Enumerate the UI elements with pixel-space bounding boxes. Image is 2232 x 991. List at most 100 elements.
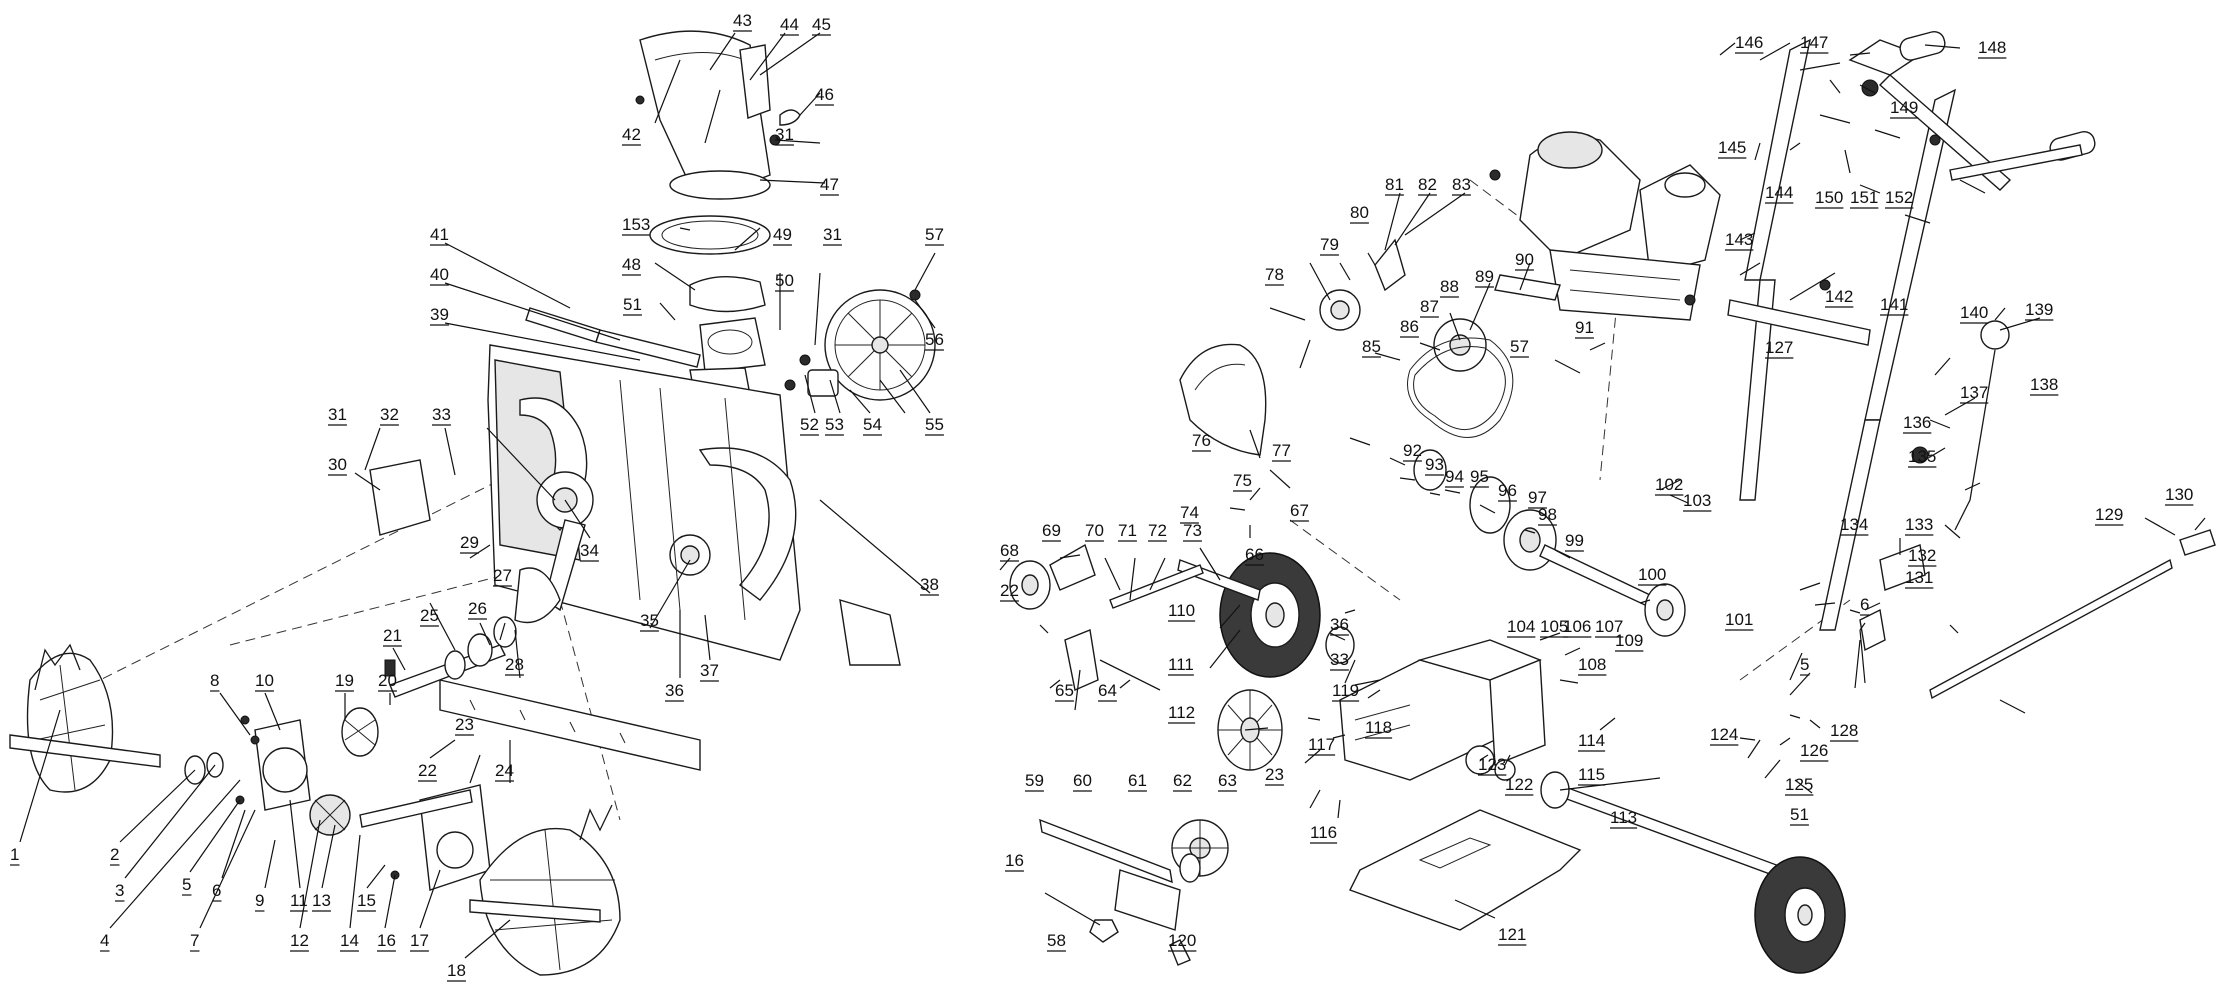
label-r132: 132 [1908, 546, 1936, 565]
label-r116: 116 [1310, 823, 1337, 842]
label-r70: 70 [1085, 521, 1104, 540]
label-r118: 118 [1365, 718, 1392, 737]
leader-lines [19, 32, 2206, 959]
label-r65: 65 [1055, 681, 1074, 700]
label-r92: 92 [1403, 441, 1422, 460]
label-r81: 81 [1385, 175, 1404, 194]
label-47: 47 [820, 175, 839, 194]
label-8: 8 [210, 671, 219, 690]
label-r146: 146 [1735, 33, 1763, 52]
label-r150: 150 [1815, 188, 1843, 207]
label-r51: 51 [1790, 805, 1809, 824]
label-r145: 145 [1718, 138, 1746, 157]
label-16: 16 [377, 931, 396, 950]
label-r64: 64 [1098, 681, 1117, 700]
label-r125: 125 [1785, 775, 1813, 794]
label-r109: 109 [1615, 631, 1643, 650]
label-r23: 23 [1265, 765, 1284, 784]
label-r129: 129 [2095, 505, 2123, 524]
label-29: 29 [460, 533, 479, 552]
label-r61: 61 [1128, 771, 1147, 790]
label-r66: 66 [1245, 545, 1264, 564]
label-r58: 58 [1047, 931, 1066, 950]
label-34: 34 [580, 541, 599, 560]
label-39: 39 [430, 305, 449, 324]
label-r115: 115 [1578, 765, 1605, 784]
label-r133: 133 [1905, 515, 1933, 534]
label-r79: 79 [1320, 235, 1339, 254]
label-28: 28 [505, 655, 524, 674]
label-r123: 123 [1478, 755, 1506, 774]
part-number-labels: 1 2 3 4 5 6 7 8 9 10 11 12 13 14 15 16 1… [10, 11, 2194, 982]
label-r126: 126 [1800, 741, 1828, 760]
label-r76: 76 [1192, 431, 1211, 450]
label-r113: 113 [1610, 808, 1637, 827]
label-r108: 108 [1578, 655, 1606, 674]
label-56: 56 [925, 330, 944, 349]
label-23: 23 [455, 715, 474, 734]
label-r105: 105 [1540, 617, 1568, 636]
label-27: 27 [493, 566, 512, 585]
label-r88: 88 [1440, 277, 1459, 296]
label-31-disc: 31 [823, 225, 842, 244]
label-r135: 135 [1908, 447, 1936, 466]
label-33: 33 [432, 405, 451, 424]
label-r103: 103 [1683, 491, 1711, 510]
label-22: 22 [418, 761, 437, 780]
label-2: 2 [110, 845, 119, 864]
label-37: 37 [700, 661, 719, 680]
label-r107: 107 [1595, 617, 1623, 636]
label-r98: 98 [1538, 505, 1557, 524]
label-r62: 62 [1173, 771, 1192, 790]
label-43: 43 [733, 11, 752, 30]
label-r60: 60 [1073, 771, 1092, 790]
label-35: 35 [640, 611, 659, 630]
label-r134: 134 [1840, 515, 1868, 534]
label-9: 9 [255, 891, 264, 910]
label-r144: 144 [1765, 183, 1793, 202]
label-26: 26 [468, 599, 487, 618]
drive-handle-assembly [1009, 30, 2216, 974]
label-r97: 97 [1528, 488, 1547, 507]
label-4: 4 [100, 931, 109, 950]
label-r67: 67 [1290, 501, 1309, 520]
label-r94: 94 [1445, 467, 1464, 486]
label-r95: 95 [1470, 467, 1489, 486]
label-48: 48 [622, 255, 641, 274]
label-13: 13 [312, 891, 331, 910]
label-r22: 22 [1000, 581, 1019, 600]
label-1: 1 [10, 845, 19, 864]
label-r73: 73 [1183, 521, 1202, 540]
label-r74: 74 [1180, 503, 1199, 522]
label-18: 18 [447, 961, 466, 980]
label-r104: 104 [1507, 617, 1535, 636]
label-r122: 122 [1505, 775, 1533, 794]
label-r16: 16 [1005, 851, 1024, 870]
label-r152: 152 [1885, 188, 1913, 207]
label-24: 24 [495, 761, 514, 780]
label-r63: 63 [1218, 771, 1237, 790]
label-r124: 124 [1710, 725, 1738, 744]
label-153: 153 [622, 215, 650, 234]
label-r147: 147 [1800, 33, 1828, 52]
label-r90: 90 [1515, 250, 1534, 269]
label-r117: 117 [1308, 735, 1335, 754]
label-r36: 36 [1330, 615, 1349, 634]
label-6: 6 [212, 881, 221, 900]
label-r106: 106 [1563, 617, 1591, 636]
label-41: 41 [430, 225, 449, 244]
label-53: 53 [825, 415, 844, 434]
label-r75: 75 [1233, 471, 1252, 490]
label-57: 57 [925, 225, 944, 244]
label-40: 40 [430, 265, 449, 284]
label-17: 17 [410, 931, 429, 950]
label-12: 12 [290, 931, 309, 950]
label-r85: 85 [1362, 337, 1381, 356]
label-r148: 148 [1978, 38, 2006, 57]
label-r151: 151 [1850, 188, 1878, 207]
label-r6: 6 [1860, 595, 1869, 614]
label-r143: 143 [1725, 230, 1753, 249]
label-r120: 120 [1168, 931, 1196, 950]
label-36: 36 [665, 681, 684, 700]
label-45: 45 [812, 15, 831, 34]
